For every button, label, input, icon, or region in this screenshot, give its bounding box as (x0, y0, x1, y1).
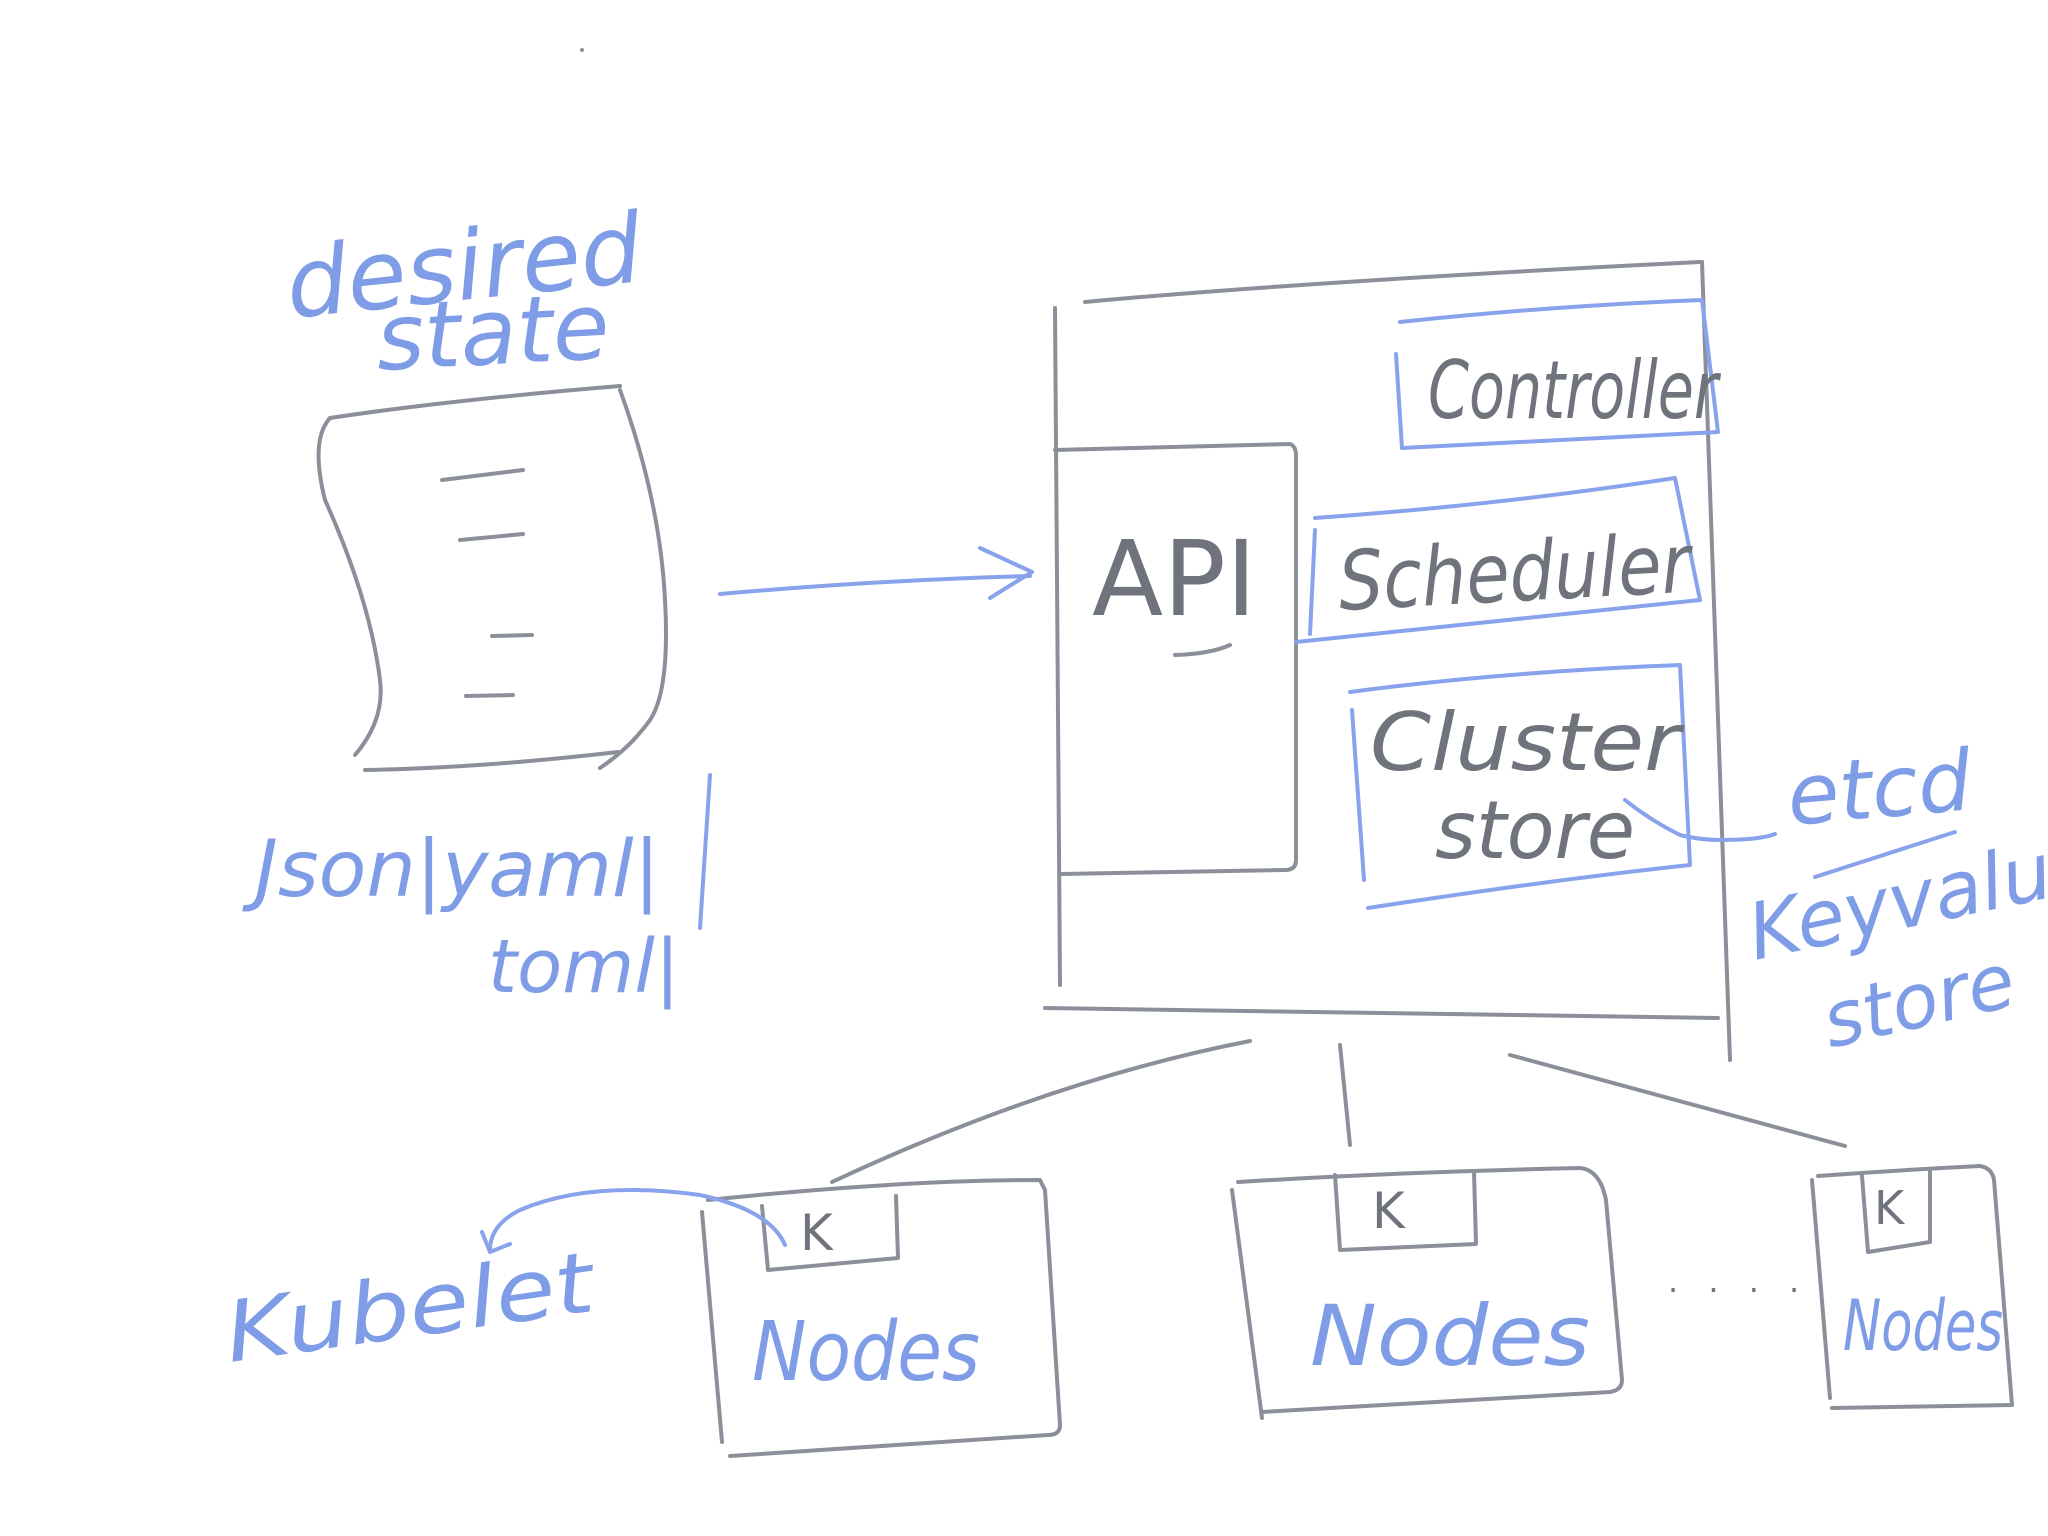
document-line-3 (490, 633, 534, 638)
node-1-kubelet-badge: K (800, 1204, 834, 1262)
node-2-outline (1236, 1166, 1624, 1414)
node-2-left (1230, 1188, 1264, 1420)
document-left-edge (316, 416, 383, 757)
scheduler-box: Scheduler (1294, 476, 1702, 644)
node-3-kubelet-badge: K (1874, 1181, 1906, 1235)
kubelet-label: Kubelet (219, 1233, 603, 1382)
store-to-etcd-connector (1623, 798, 1777, 842)
kubelet-pointer-head (480, 1230, 512, 1254)
formats-line-2: toml| (488, 924, 680, 1010)
link-to-node-3 (1508, 1053, 1847, 1148)
controller-box-outline (1398, 298, 1720, 450)
cluster-store-box: Cluster store (1348, 663, 1692, 910)
formats-label-group: Json|yaml| toml| (242, 773, 712, 1010)
kubelet-pointer-curve (488, 1188, 787, 1252)
api-label: API (1092, 518, 1257, 640)
node-2-kubelet-badge: K (1372, 1182, 1406, 1240)
etcd-label: etcd (1783, 731, 1976, 845)
scheduler-label: Scheduler (1336, 516, 1696, 629)
scheduler-box-outline (1294, 476, 1702, 644)
etcd-underline (1813, 830, 1957, 879)
document-right-edge (598, 388, 668, 770)
control-plane-right (1700, 260, 1732, 1062)
node-1-label: Nodes (752, 1305, 980, 1400)
document-line-1 (440, 468, 525, 482)
state-label: state (374, 273, 612, 392)
node-1: K Nodes (700, 1178, 1062, 1458)
cluster-store-left (1350, 708, 1366, 882)
link-to-node-2 (1338, 1043, 1352, 1147)
node-1-left (700, 1210, 724, 1444)
api-box: API (1053, 442, 1298, 876)
node-2-label: Nodes (1310, 1287, 1590, 1385)
link-to-node-1 (830, 1039, 1252, 1184)
control-plane-left (1053, 306, 1062, 987)
controller-box: Controller (1394, 298, 1722, 450)
control-plane-bottom (1043, 1006, 1720, 1020)
document-top-edge (328, 384, 622, 420)
api-underline (1173, 643, 1232, 657)
control-plane-top (1083, 260, 1702, 304)
manifest-to-api-arrow (718, 546, 1034, 600)
stray-dot (580, 48, 584, 52)
node-3-left (1810, 1178, 1832, 1400)
node-2-kubelet-box (1333, 1170, 1478, 1252)
arrow-shaft (718, 574, 1032, 596)
control-plane-box (1043, 260, 1732, 1062)
formats-divider (698, 773, 712, 930)
control-plane-node-links (830, 1039, 1847, 1184)
cluster-store-outline (1348, 663, 1692, 910)
document-line-4 (464, 693, 515, 698)
scheduler-box-left (1308, 528, 1317, 636)
document-bottom-edge (363, 750, 620, 772)
cluster-label: Cluster (1370, 696, 1686, 789)
arrow-head (978, 546, 1034, 600)
kubelet-annotation: Kubelet (219, 1188, 787, 1382)
node-3-outline (1816, 1164, 2014, 1410)
controller-label: Controller (1428, 344, 1722, 437)
controller-box-left (1394, 352, 1404, 450)
api-box-outline (1053, 442, 1298, 876)
node-3-kubelet-box (1860, 1170, 1932, 1254)
manifest-document (316, 384, 668, 772)
store-label: store (1435, 784, 1635, 877)
node-3: K Nodes (1810, 1164, 2014, 1410)
desired-state-title: desired state (281, 192, 648, 392)
node-1-outline (706, 1178, 1062, 1458)
node-1-kubelet-box (760, 1194, 900, 1272)
node-3-label: Nodes (1843, 1285, 2003, 1367)
document-line-2 (458, 532, 525, 542)
etcd-annotation: etcd Keyvalue store (1740, 731, 2048, 1065)
nodes-ellipsis: . . . . (1668, 1262, 1809, 1300)
formats-line-1: Json|yaml| (242, 825, 660, 915)
node-2: K Nodes (1230, 1166, 1624, 1420)
